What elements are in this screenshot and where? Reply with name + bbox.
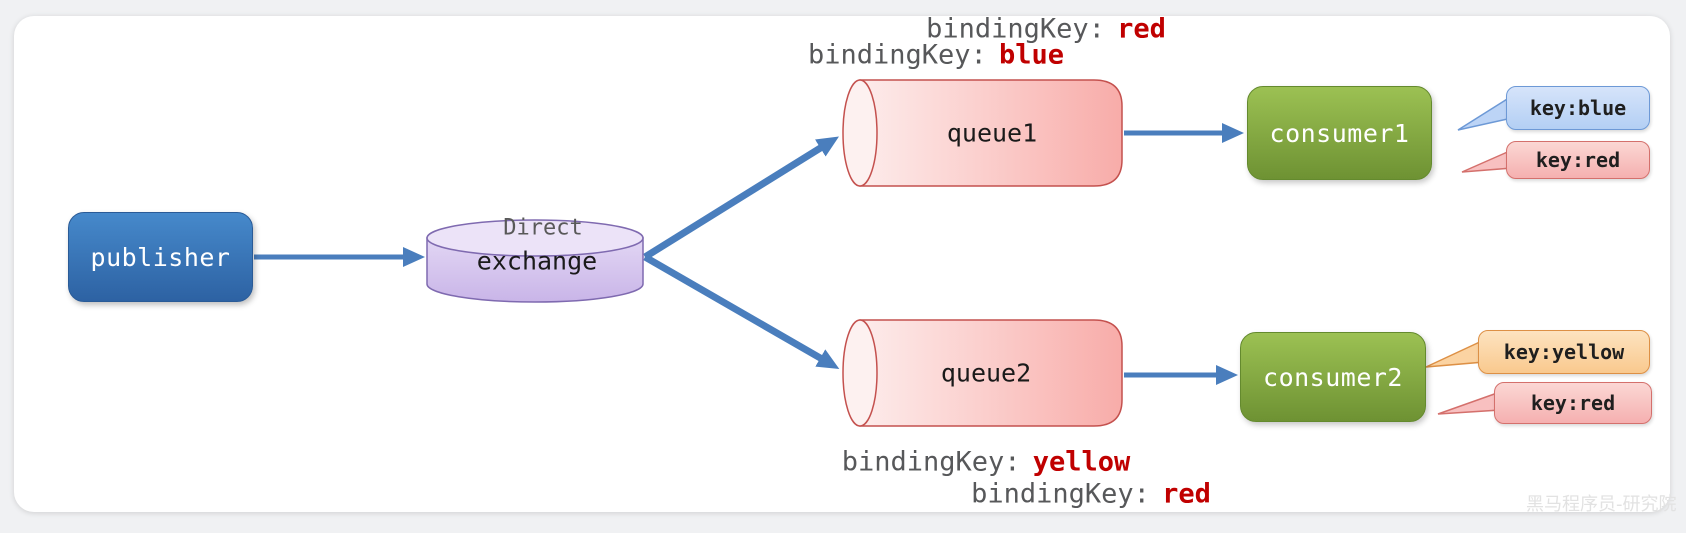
publisher-node: publisher (68, 212, 253, 302)
binding-queue2-yellow: bindingKey: yellow (842, 447, 1131, 478)
consumer1-label: consumer1 (1269, 118, 1410, 148)
binding-value: red (1162, 478, 1211, 510)
tag-yellow-tail (1425, 338, 1485, 368)
consumer1-node: consumer1 (1247, 86, 1432, 180)
tag-blue-tail (1457, 94, 1513, 131)
arrow-exchange-to-queue2 (643, 253, 840, 369)
queue2-cylinder (842, 319, 1123, 427)
watermark: 黑马程序员-研究院 (1526, 494, 1677, 515)
tag-key-red1-label: key:red (1535, 148, 1621, 172)
exchange-cylinder (426, 219, 644, 303)
exchange-type-label: Direct (503, 215, 583, 241)
tag-red1-tail (1461, 148, 1513, 173)
binding-label: bindingKey: (971, 478, 1150, 510)
binding-label: bindingKey: (926, 13, 1105, 45)
consumer2-label: consumer2 (1263, 362, 1403, 392)
tag-red2-tail (1437, 390, 1501, 415)
tag-key-red2-label: key:red (1530, 391, 1616, 415)
consumer2-node: consumer2 (1240, 332, 1426, 422)
tag-key-red-consumer2: key:red (1494, 382, 1652, 424)
binding-label: bindingKey: (841, 446, 1021, 478)
queue1-label: queue1 (946, 118, 1038, 148)
queue1-cylinder (842, 79, 1123, 187)
tag-key-blue-label: key:blue (1529, 96, 1627, 120)
queue2-label: queue2 (940, 358, 1032, 388)
tag-key-red-consumer1: key:red (1506, 141, 1650, 179)
exchange-label: exchange (476, 246, 598, 276)
tag-key-blue: key:blue (1506, 86, 1650, 130)
tag-key-yellow: key:yellow (1478, 330, 1650, 374)
tag-key-yellow-label: key:yellow (1503, 340, 1625, 364)
binding-label: bindingKey: (808, 39, 987, 71)
binding-queue2-red: bindingKey: red (971, 479, 1211, 510)
binding-value: yellow (1032, 446, 1131, 478)
binding-value: blue (998, 39, 1064, 71)
publisher-label: publisher (90, 242, 231, 272)
arrow-exchange-to-queue1 (643, 136, 839, 260)
binding-value: red (1117, 13, 1166, 45)
binding-queue1-blue: bindingKey: blue (808, 40, 1064, 71)
binding-queue1-red: bindingKey: red (926, 14, 1166, 45)
